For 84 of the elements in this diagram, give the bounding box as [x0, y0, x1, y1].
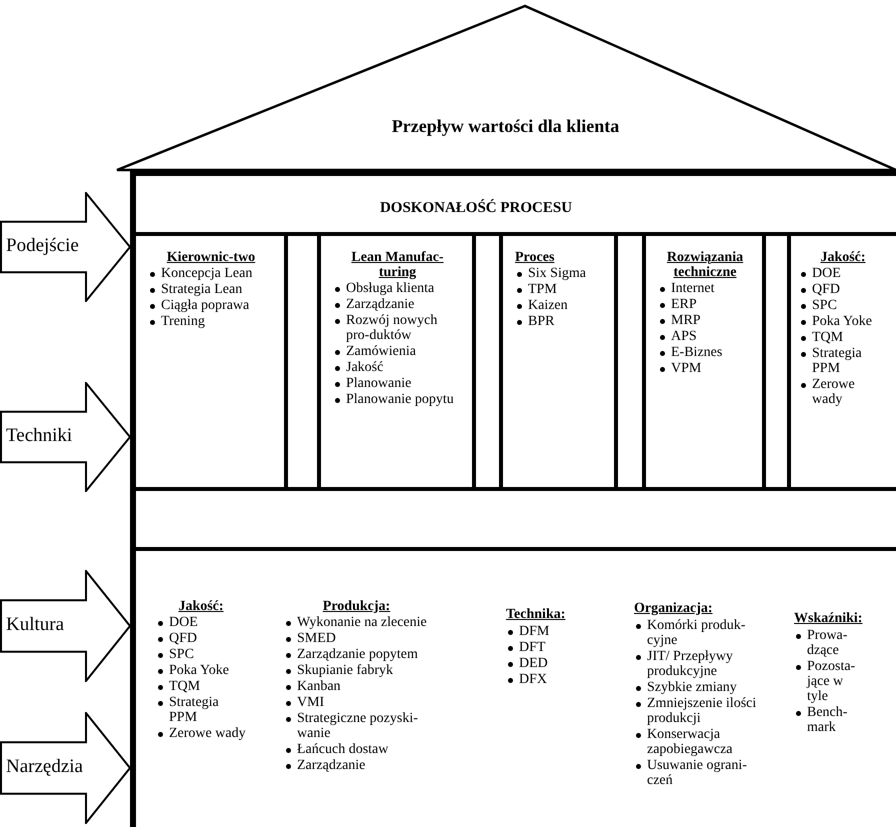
- floor-band: [133, 488, 896, 550]
- list-item: QFD: [799, 282, 887, 297]
- column-heading: Wskaźniki:: [794, 611, 862, 626]
- list-item: Zmniejszenie ilości produkcji: [634, 696, 766, 726]
- list-item: Zerowe wady: [799, 377, 887, 407]
- list-item: Trening: [148, 314, 274, 329]
- arrow-label: Narzędzia: [6, 756, 83, 778]
- list-item: Prowa-dzące: [794, 628, 856, 658]
- list-item: Zarządzanie popytem: [284, 647, 429, 662]
- list-item: Jakość: [333, 360, 462, 375]
- list-item: Obsługa klienta: [333, 281, 462, 296]
- arrow-label: Kultura: [6, 614, 64, 636]
- list-item: VMI: [284, 695, 429, 710]
- list-item: APS: [658, 329, 752, 344]
- pillar-gap: [473, 233, 502, 490]
- column-heading: Kierownic-two: [166, 250, 256, 265]
- list-item: SPC: [156, 647, 246, 662]
- list-item: DOE: [156, 615, 246, 630]
- pillar-gap: [285, 233, 320, 490]
- pointer-shape: [0, 570, 132, 682]
- list-item: Kaizen: [515, 298, 604, 313]
- pointer-shape: [0, 712, 132, 824]
- list-item: Zarządzanie: [284, 758, 429, 773]
- list-item: Koncepcja Lean: [148, 266, 274, 281]
- column-heading: Jakość:: [819, 250, 867, 265]
- column-heading: Proces: [515, 250, 556, 265]
- list-item: Konserwacja zapobiegawcza: [634, 727, 766, 757]
- list-item: VPM: [658, 361, 752, 376]
- list-item: Skupianie fabryk: [284, 663, 429, 678]
- list-item: Strategia Lean: [148, 282, 274, 297]
- pillar-gap: [763, 233, 790, 490]
- list-item: Pozosta-jące w tyle: [794, 659, 856, 704]
- column-heading: Rozwiązania techniczne: [666, 250, 744, 280]
- list-item: Six Sigma: [515, 266, 604, 281]
- list-item: TQM: [156, 679, 246, 694]
- list-item: TQM: [799, 330, 887, 345]
- list-item: Zarządzanie: [333, 297, 462, 312]
- list-item: MRP: [658, 313, 752, 328]
- list-item: Planowanie: [333, 376, 462, 391]
- list-item: Zerowe wady: [156, 726, 246, 741]
- list-item: Poka Yoke: [156, 663, 246, 678]
- column-heading: Produkcja:: [322, 599, 390, 614]
- list-item: Bench-mark: [794, 705, 856, 735]
- list-item: Ciągła poprawa: [148, 298, 274, 313]
- list-item: Łańcuch dostaw: [284, 742, 429, 757]
- list-item: Strategiczne pozyski-wanie: [284, 711, 429, 741]
- list-item: Planowanie popytu: [333, 392, 462, 407]
- roof-title: Przepływ wartości dla klienta: [390, 116, 620, 137]
- list-item: DFT: [506, 640, 586, 655]
- arrow-label: Techniki: [6, 425, 72, 447]
- house-frame: [130, 170, 896, 827]
- column-heading: Lean Manufac-turing: [350, 250, 445, 280]
- list-item: Rozwój nowych pro-duktów: [333, 313, 462, 343]
- column-heading: Jakość:: [178, 599, 224, 614]
- list-item: DFM: [506, 624, 586, 639]
- list-item: Strategia PPM: [156, 695, 246, 725]
- list-item: SPC: [799, 298, 887, 313]
- list-item: DED: [506, 656, 586, 671]
- list-item: Poka Yoke: [799, 314, 887, 329]
- pillar-gap: [615, 233, 645, 490]
- list-item: QFD: [156, 631, 246, 646]
- list-item: JIT/ Przepływy produkcyjne: [634, 649, 766, 679]
- list-item: E-Biznes: [658, 345, 752, 360]
- list-item: Szybkie zmiany: [634, 680, 766, 695]
- list-item: BPR: [515, 314, 604, 329]
- column-heading: Organizacja:: [634, 601, 713, 616]
- beam-title: DOSKONAŁOŚĆ PROCESU: [378, 200, 574, 217]
- column-heading: Technika:: [506, 607, 566, 622]
- list-item: Internet: [658, 281, 752, 296]
- pointer-shape: [0, 382, 132, 492]
- list-item: Komórki produk-cyjne: [634, 618, 766, 648]
- list-item: Strategia PPM: [799, 346, 887, 376]
- list-item: Usuwanie ograni-czeń: [634, 758, 766, 788]
- list-item: DFX: [506, 672, 586, 687]
- list-item: SMED: [284, 631, 429, 646]
- list-item: Wykonanie na zlecenie: [284, 615, 429, 630]
- list-item: TPM: [515, 282, 604, 297]
- list-item: DOE: [799, 266, 887, 281]
- list-item: ERP: [658, 297, 752, 312]
- foundation-box: [133, 548, 896, 827]
- arrow-label: Podejście: [6, 235, 79, 257]
- pointer-shape: [0, 192, 132, 302]
- list-item: Kanban: [284, 679, 429, 694]
- list-item: Zamówienia: [333, 344, 462, 359]
